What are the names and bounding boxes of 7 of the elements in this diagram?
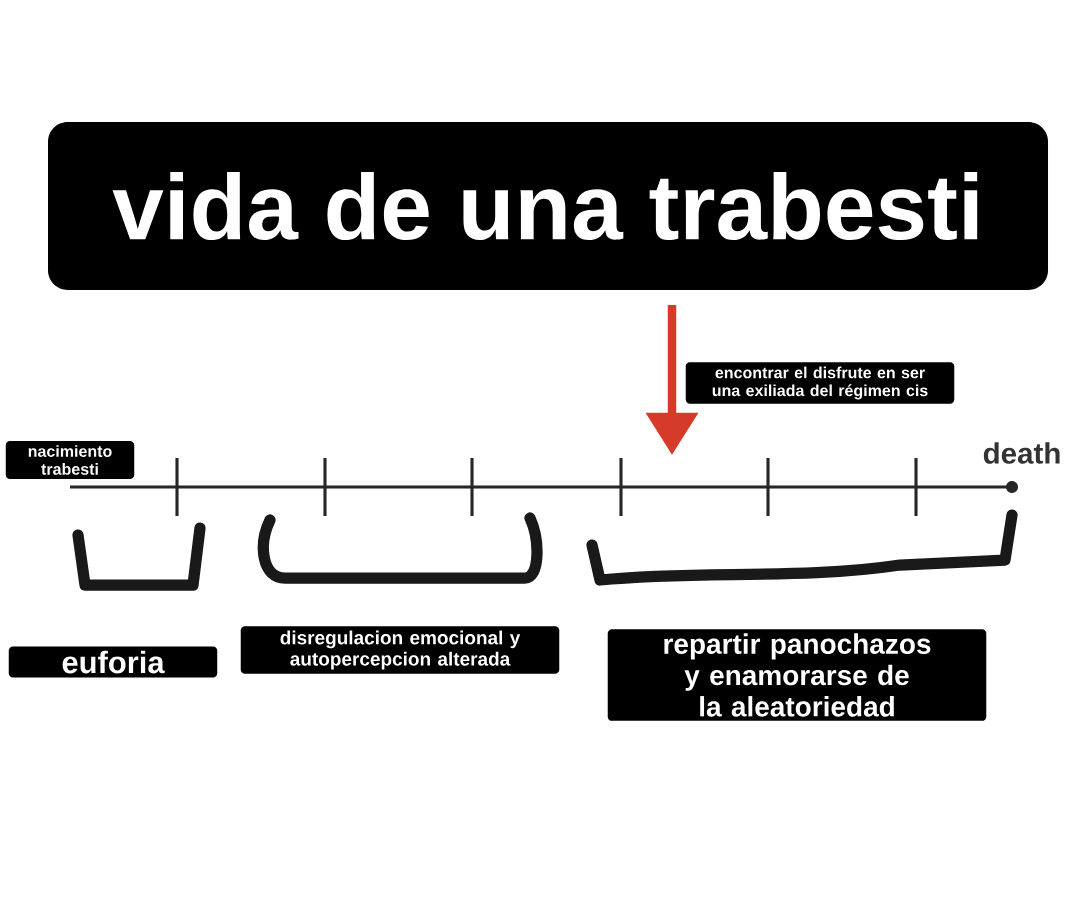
label-box: disregulacion emocional y autopercepcion alterada: [240, 626, 560, 674]
label-box: nacimiento trabesti: [5, 441, 135, 480]
end-label: death: [983, 442, 1060, 464]
label-box: encontrar el disfrute en ser una exiliada del régimen cis: [685, 362, 955, 404]
label-box: euforia: [8, 646, 218, 678]
title-banner: vida de una trabesti: [48, 122, 1048, 290]
label-box: repartir panochazos y enamorarse de la aleatoriedad: [607, 629, 987, 721]
